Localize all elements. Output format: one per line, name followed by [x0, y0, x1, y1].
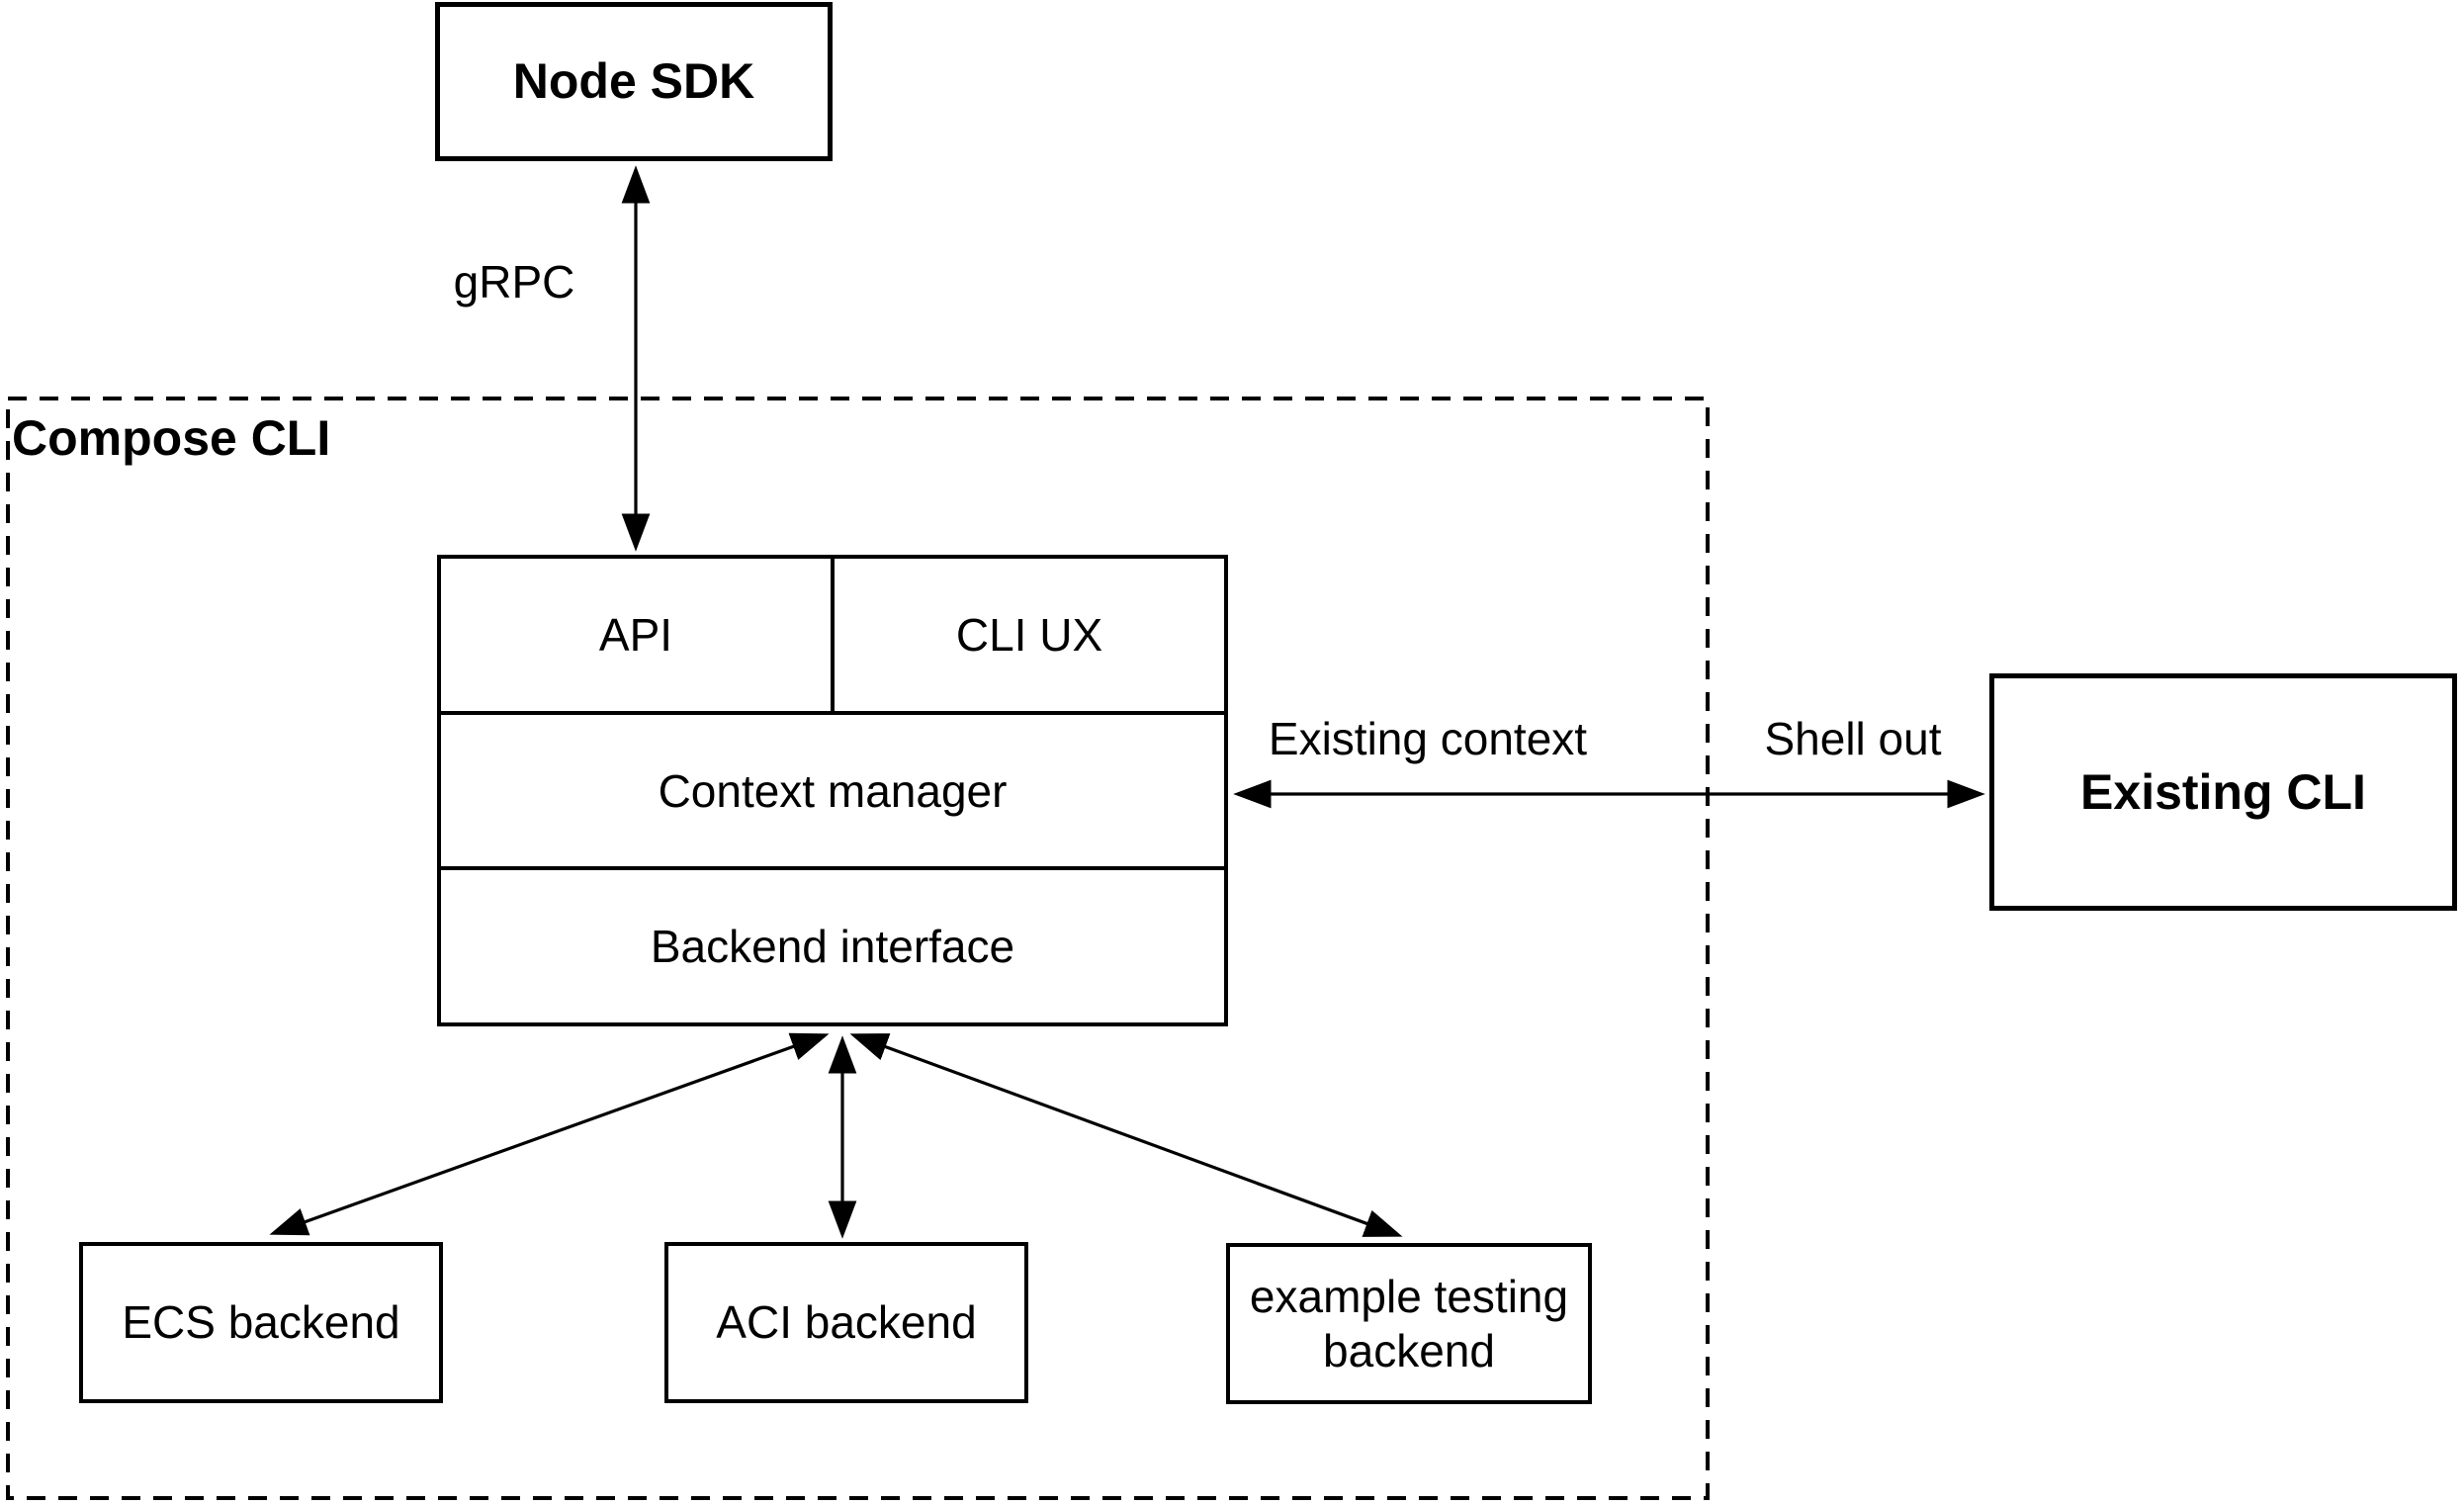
api-cell: API: [441, 559, 835, 711]
example-testing-backend-box: example testing backend: [1226, 1243, 1592, 1404]
backend-interface-label: Backend interface: [650, 921, 1015, 972]
node-sdk-label: Node SDK: [512, 53, 755, 109]
existing-cli-box: Existing CLI: [1989, 673, 2457, 911]
edge-backend-example: [849, 1033, 1403, 1237]
context-manager-cell: Context manager: [441, 715, 1224, 870]
shell-out-edge-label: Shell out: [1764, 713, 1942, 764]
aci-backend-label: ACI backend: [716, 1296, 977, 1349]
grpc-edge-label: gRPC: [453, 256, 575, 308]
backend-interface-cell: Backend interface: [441, 870, 1224, 1022]
ecs-backend-label: ECS backend: [122, 1296, 400, 1349]
compose-cli-group-label: Compose CLI: [12, 410, 331, 466]
cli-ux-cell: CLI UX: [835, 559, 1224, 711]
node-sdk-box: Node SDK: [435, 2, 833, 161]
cli-ux-label: CLI UX: [955, 609, 1103, 661]
compose-cli-core-box: API CLI UX Context manager Backend inter…: [437, 555, 1228, 1026]
ecs-backend-box: ECS backend: [79, 1242, 443, 1403]
aci-backend-box: ACI backend: [664, 1242, 1028, 1403]
core-top-row: API CLI UX: [441, 559, 1224, 715]
existing-cli-label: Existing CLI: [2080, 763, 2366, 820]
edge-backend-ecs: [269, 1032, 830, 1236]
example-testing-backend-label: example testing backend: [1249, 1271, 1569, 1376]
context-manager-label: Context manager: [658, 764, 1008, 817]
api-label: API: [598, 609, 673, 661]
existing-context-edge-label: Existing context: [1268, 713, 1588, 764]
